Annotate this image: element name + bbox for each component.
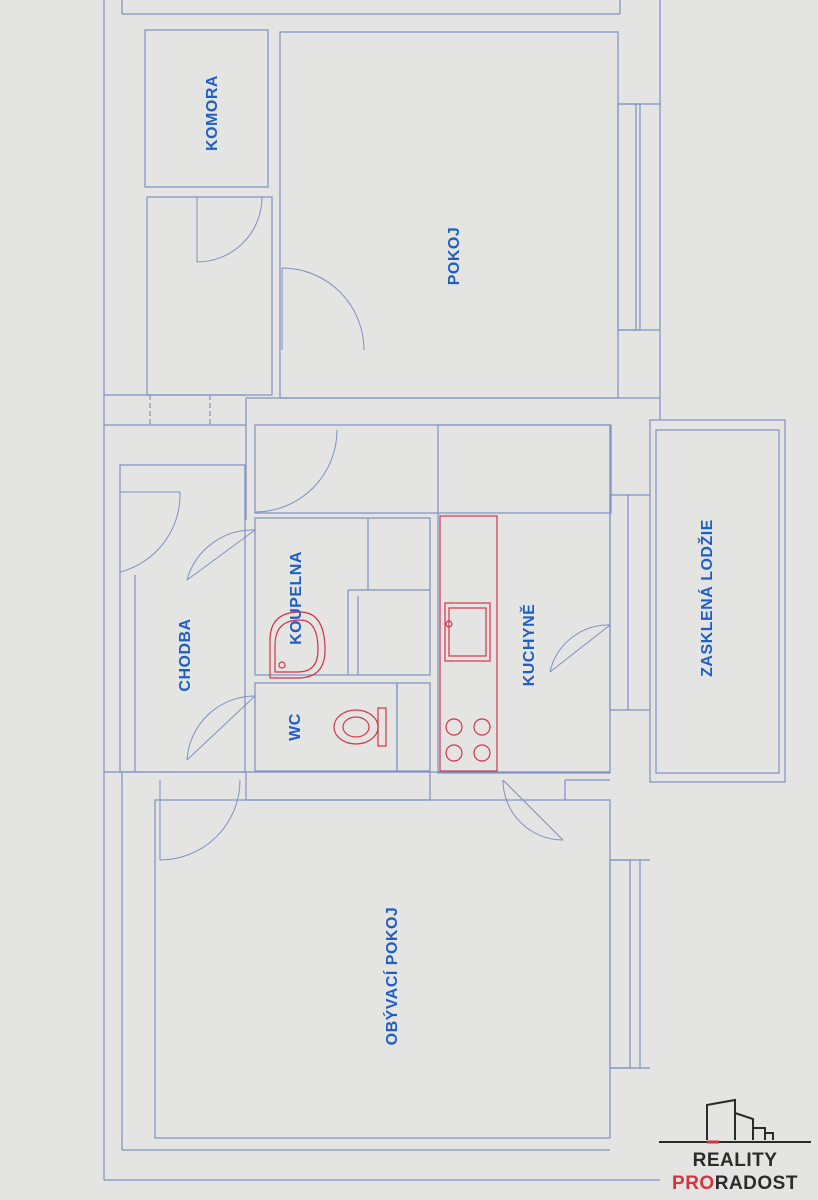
- kitchen-sink: [444, 602, 491, 662]
- room-label-lodzie: ZASKLENÁ LODŽIE: [697, 519, 716, 677]
- brand-name-line1: REALITY: [692, 1150, 778, 1171]
- faucet-icon: [445, 620, 453, 628]
- room-labels: KOMORA POKOJ KOUPELNA CHODBA KUCHYNĚ ZAS…: [177, 75, 716, 1045]
- wash-basin-icon: [269, 611, 326, 679]
- walls: [103, 0, 786, 1181]
- room-label-komora: KOMORA: [204, 75, 221, 151]
- house-logo-icon: [659, 1098, 811, 1144]
- room-label-koupelna: KOUPELNA: [288, 551, 305, 645]
- room-label-pokoj: POKOJ: [446, 227, 463, 286]
- room-label-obyvaci-pokoj: OBÝVACÍ POKOJ: [382, 907, 401, 1046]
- brand-name-line2: PRORADOST: [655, 1173, 815, 1195]
- brand-name-radost: RADOST: [714, 1173, 798, 1194]
- room-label-kuchyne: KUCHYNĚ: [519, 604, 538, 687]
- door-swings: [119, 196, 611, 861]
- sanitary-fixtures: [269, 515, 498, 772]
- brand-name-pro: PRO: [672, 1173, 715, 1194]
- kitchen-counter: [439, 515, 498, 772]
- room-label-chodba: CHODBA: [177, 618, 194, 691]
- brand-logo: REALITY PRORADOST: [655, 1095, 815, 1195]
- room-label-wc: WC: [287, 713, 304, 741]
- stove-icon: [445, 718, 491, 762]
- toilet-icon: [333, 707, 387, 747]
